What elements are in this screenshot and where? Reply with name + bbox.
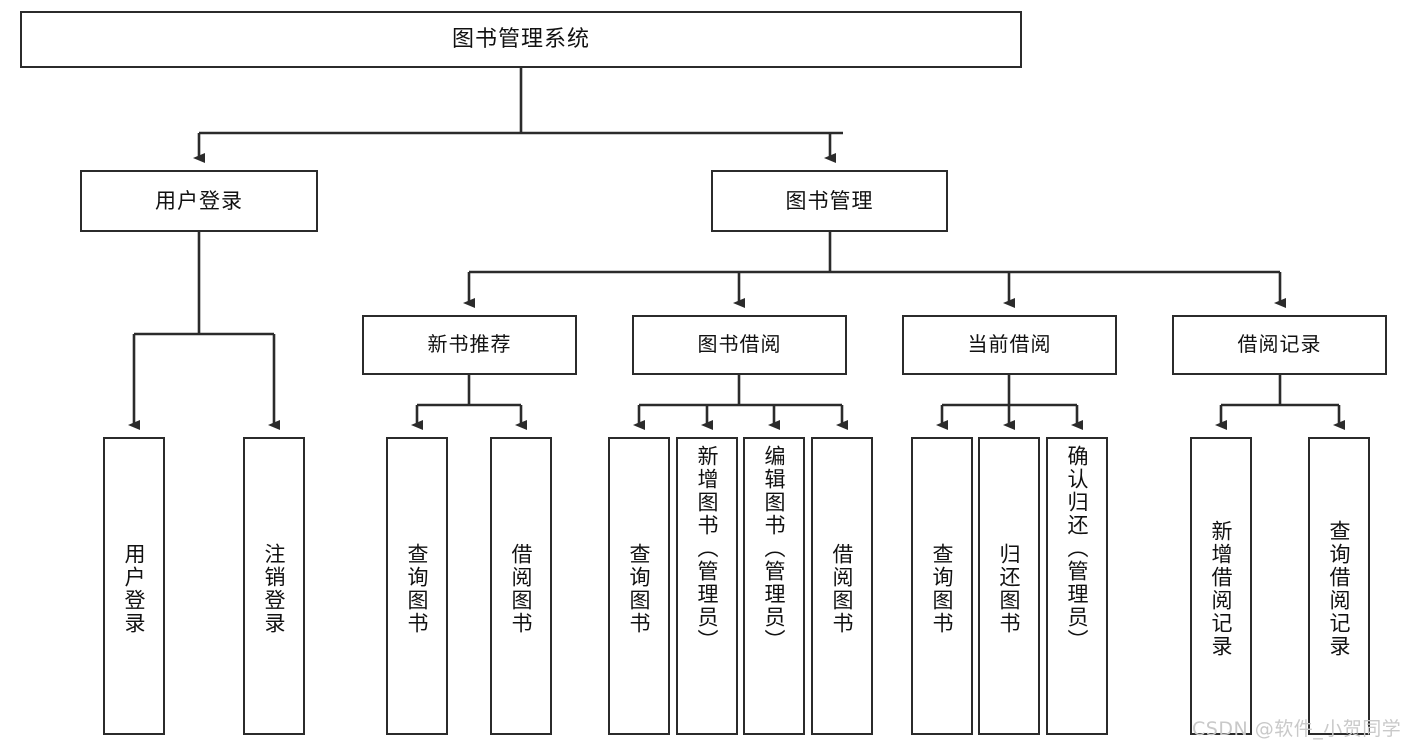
leaf-current-confirm-return-admin[interactable]: 确认归还（管理员） [1046,437,1108,735]
node-label: 借阅图书 [830,543,855,635]
leaf-current-return-book[interactable]: 归还图书 [978,437,1040,735]
watermark: CSDN @软件_小贺同学 [1192,718,1402,740]
node-borrow-record[interactable]: 借阅记录 [1172,315,1387,375]
node-label: 查询图书 [627,543,652,635]
node-label: 查询图书 [405,543,430,635]
node-root-system[interactable]: 图书管理系统 [20,11,1022,68]
node-label: 图书借阅 [697,332,782,357]
node-label: 图书管理 [785,188,874,213]
leaf-user-login-signin[interactable]: 用户登录 [103,437,165,735]
leaf-current-query-book[interactable]: 查询图书 [911,437,973,735]
node-label: 当前借阅 [967,332,1052,357]
node-book-management[interactable]: 图书管理 [711,170,948,232]
node-label: 新书推荐 [427,332,512,357]
leaf-user-login-signout[interactable]: 注销登录 [243,437,305,735]
node-label: 图书管理系统 [451,26,590,52]
leaf-borrow-borrow-book[interactable]: 借阅图书 [811,437,873,735]
node-label: 注销登录 [262,543,287,635]
node-label: 确认归还（管理员） [1065,445,1090,652]
node-label: 查询借阅记录 [1327,520,1352,658]
node-label: 查询图书 [930,543,955,635]
leaf-borrow-query-book[interactable]: 查询图书 [608,437,670,735]
node-label: 编辑图书（管理员） [762,445,787,652]
leaf-recommend-borrow-book[interactable]: 借阅图书 [490,437,552,735]
node-label: 用户登录 [122,543,147,635]
node-new-book-recommend[interactable]: 新书推荐 [362,315,577,375]
leaf-record-add-record[interactable]: 新增借阅记录 [1190,437,1252,735]
node-user-login[interactable]: 用户登录 [80,170,318,232]
leaf-recommend-query-book[interactable]: 查询图书 [386,437,448,735]
leaf-record-query-record[interactable]: 查询借阅记录 [1308,437,1370,735]
node-label: 用户登录 [155,188,243,213]
node-label: 新增借阅记录 [1209,520,1234,658]
node-label: 归还图书 [997,543,1022,635]
node-label: 新增图书（管理员） [695,445,720,652]
leaf-borrow-edit-book-admin[interactable]: 编辑图书（管理员） [743,437,805,735]
node-current-borrow[interactable]: 当前借阅 [902,315,1117,375]
leaf-borrow-add-book-admin[interactable]: 新增图书（管理员） [676,437,738,735]
node-label: 借阅图书 [509,543,534,635]
node-book-borrow[interactable]: 图书借阅 [632,315,847,375]
node-label: 借阅记录 [1237,332,1322,357]
